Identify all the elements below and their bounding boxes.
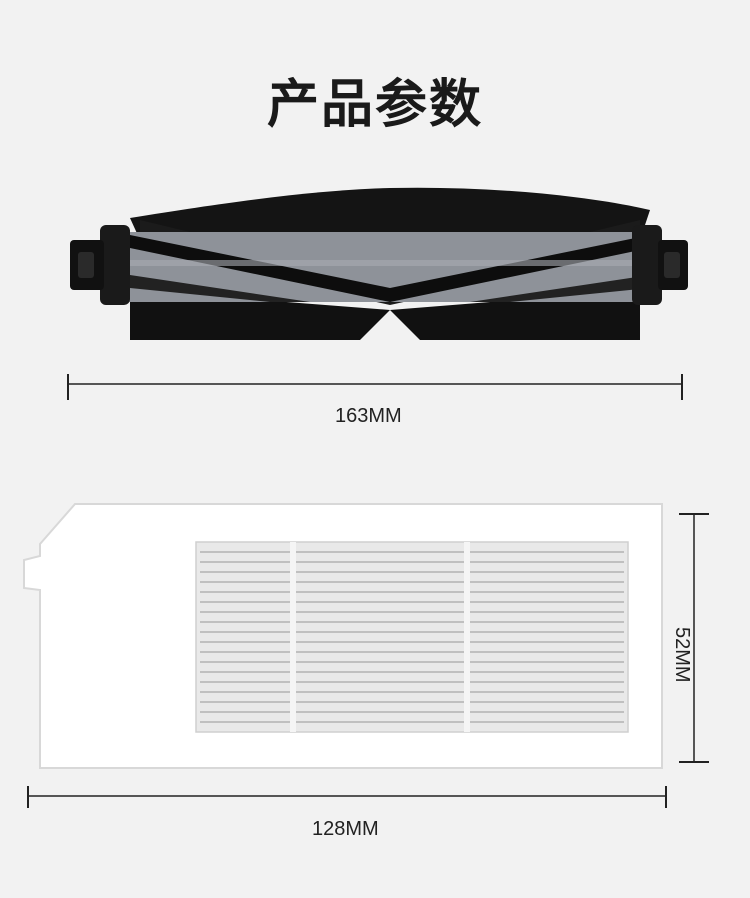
filter-width-dimension-line (27, 786, 667, 808)
roller-brush-image (60, 180, 700, 360)
brush-length-label: 163MM (335, 405, 402, 427)
brush-dimension-line (67, 374, 683, 400)
filter-height-label: 52MM (671, 627, 693, 683)
filter-width-label: 128MM (312, 818, 379, 840)
page-title: 产品参数 (266, 75, 483, 135)
filter-height-dimension-line (679, 513, 709, 763)
hepa-filter-image (20, 500, 680, 780)
